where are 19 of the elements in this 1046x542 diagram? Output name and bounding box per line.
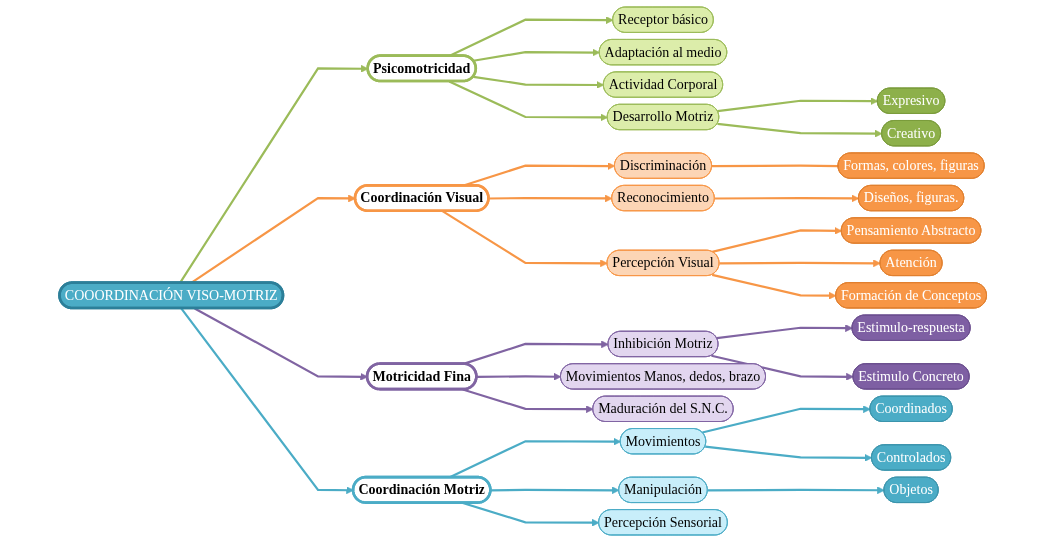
arrow xyxy=(705,445,873,462)
arrow xyxy=(714,194,860,203)
arrow xyxy=(716,324,853,340)
arrow xyxy=(473,48,600,62)
arrow xyxy=(441,210,608,268)
arrow xyxy=(707,486,885,495)
arrow xyxy=(717,97,879,113)
arrow xyxy=(476,372,562,381)
arrow xyxy=(717,122,883,138)
connector xyxy=(712,164,839,168)
arrow xyxy=(711,354,854,381)
arrow xyxy=(719,259,881,268)
arrow xyxy=(490,486,620,495)
arrow xyxy=(473,75,605,89)
arrow xyxy=(711,227,843,253)
arrow xyxy=(702,405,871,434)
arrow xyxy=(711,273,837,300)
arrow xyxy=(488,194,613,203)
arrow xyxy=(462,388,594,414)
